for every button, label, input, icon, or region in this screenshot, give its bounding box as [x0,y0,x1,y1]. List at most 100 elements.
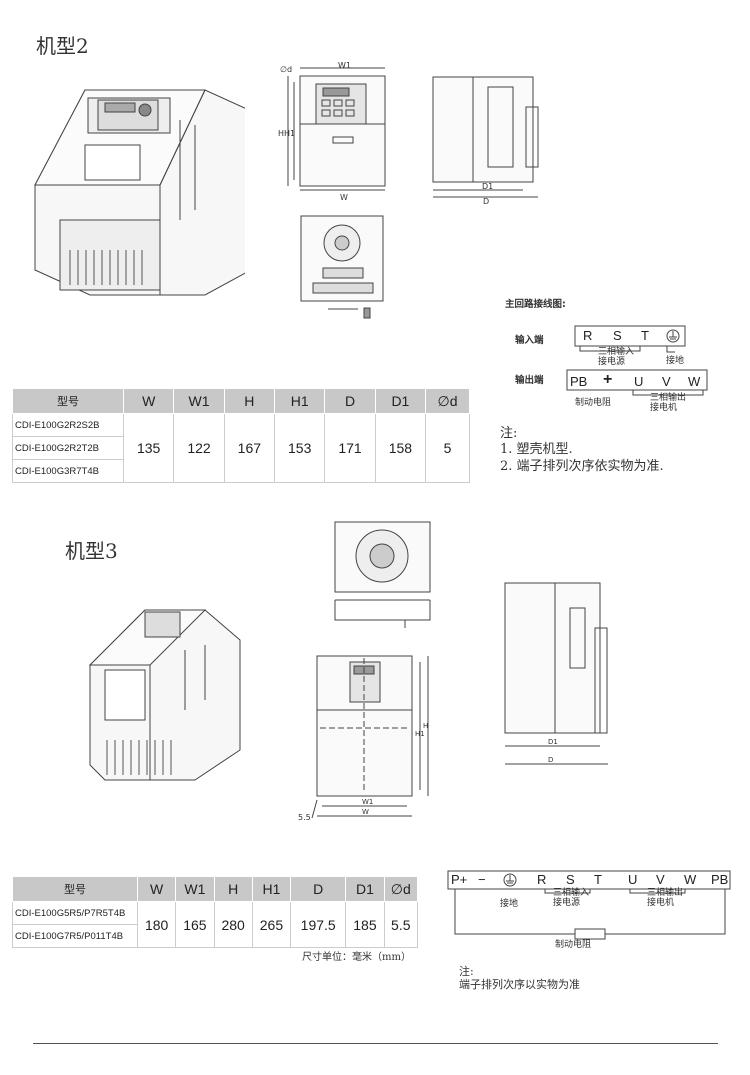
model3-terminal-u: U [628,872,638,887]
value-h: 280 [213,901,253,948]
model3-dim-h: H [423,722,428,730]
model-cell: CDI-E100G3R7T4B [12,459,124,483]
header-h: H [223,388,276,414]
header-model: 型号 [12,876,138,902]
model2-bottom-view [300,215,384,319]
value-d1: 185 [345,901,385,948]
model3-side-view: D1 D [504,582,608,765]
model2-dim-w1: W1 [338,62,351,70]
model3-dim-w1: W1 [362,798,373,806]
header-w: W [136,876,177,902]
unit-note: 尺寸单位：毫米（mm） [302,952,411,963]
value-d: 171 [324,413,376,483]
table-header-row: 型号 W W1 H H1 D D1 ∅d [12,876,419,902]
header-d: D [324,388,376,414]
model2-terminal-s: S [613,328,622,343]
header-phi-d: ∅d [383,876,419,902]
model2-front-view: ∅d W1 H H1 W [278,62,386,202]
model3-terminal-p-plus: P+ [451,872,468,887]
model2-terminal-w: W [688,374,701,389]
model3-terminal-r: R [537,872,547,887]
model3-note-1: 端子排列次序以实物为准 [459,978,580,991]
model2-input-terminals [574,325,686,353]
table-row: CDI-E100G7R5/P011T4B [12,924,418,948]
model2-input-label: 输入端 [515,335,544,346]
model3-brake-note: 制动电阻 [555,940,592,950]
value-h1: 153 [274,413,326,483]
model2-notes-heading: 注: [500,426,518,441]
header-d: D [290,876,347,902]
model3-dim-5-5: 5.5 [298,813,311,822]
value-h1: 265 [251,901,292,948]
header-h1: H1 [251,876,292,902]
table-row: CDI-E100G2R2S2B 135 122 167 153 171 158 … [12,413,470,483]
table-row: CDI-E100G3R7T4B [12,459,470,483]
model3-dim-w: W [362,808,369,816]
model3-input-note: 三相输入 接电源 [553,888,590,908]
model-cell: CDI-E100G2R2S2B [12,413,124,437]
header-d1: D1 [374,388,427,414]
model3-title: 机型3 [65,539,118,563]
model2-ground-note: 接地 [666,356,685,366]
table-row: CDI-E100G5R5/P7R5T4B 180 165 280 265 197… [12,901,419,948]
model2-side-view: D1 D [432,76,539,204]
model2-dim-d: D [483,197,489,204]
model3-top-view [334,521,431,628]
model2-input-note: 三相输入 接电源 [598,347,635,367]
model2-dim-h1: H1 [284,129,295,138]
model2-wiring-title: 主回路接线图: [505,299,566,310]
model2-terminal-v: V [662,374,671,389]
model3-spec-table: 型号 W W1 H H1 D D1 ∅d CDI-E100G5R5/P7R5T4… [12,876,419,948]
model3-terminal-pb: PB [711,872,729,887]
model2-note-2: 2. 端子排列次序依实物为准. [500,459,664,474]
header-phi-d: ∅d [425,388,470,414]
model2-terminal-r: R [583,328,593,343]
value-d1: 158 [374,413,427,483]
model3-notes-heading: 注: [459,965,474,978]
model2-output-label: 输出端 [515,375,544,386]
header-w1: W1 [175,876,215,902]
model3-wiring-diagram [447,870,731,940]
model3-terminal-w: W [684,872,697,887]
model-cell: CDI-E100G5R5/P7R5T4B [12,901,138,925]
model3-terminal-minus: − [478,872,486,887]
model2-terminal-t: T [641,328,649,343]
model3-motor-note: 三相输出 接电机 [647,888,684,908]
header-w: W [122,388,175,414]
header-w1: W1 [173,388,225,414]
model3-front-view: 5.5 W1 W H H1 [298,655,429,822]
model3-terminal-s: S [566,872,575,887]
value-w: 180 [136,901,177,948]
model3-dim-h1: H1 [415,730,425,738]
model2-motor-note: 三相输出 接电机 [650,393,687,413]
header-d1: D1 [345,876,385,902]
model-cell: CDI-E100G7R5/P011T4B [12,924,138,948]
model2-dim-w: W [340,193,348,202]
model2-terminal-plus: + [603,371,613,388]
model2-terminal-pb: PB [570,374,588,389]
model2-isometric-drawing [34,89,245,296]
header-model: 型号 [12,388,124,414]
model2-dim-h: H [278,129,284,138]
value-w1: 122 [173,413,225,483]
model2-dim-phi-d: ∅d [280,65,292,74]
model2-spec-table: 型号 W W1 H H1 D D1 ∅d CDI-E100G2R2S2B 135… [12,388,470,483]
value-w1: 165 [175,901,215,948]
value-h: 167 [223,413,276,483]
header-h1: H1 [274,388,326,414]
value-phi-d: 5 [425,413,470,483]
model3-isometric-drawing [88,609,241,781]
model3-terminal-v: V [656,872,665,887]
model-cell: CDI-E100G2R2T2B [12,436,124,460]
model2-brake-note: 制动电阻 [575,398,612,408]
model3-dim-d: D [548,756,553,764]
header-h: H [213,876,253,902]
model2-output-terminals [566,369,708,396]
model2-title: 机型2 [36,34,89,58]
value-phi-d: 5.5 [383,901,419,948]
bottom-divider [33,1043,718,1044]
model2-terminal-u: U [634,374,644,389]
model3-terminal-t: T [594,872,602,887]
table-header-row: 型号 W W1 H H1 D D1 ∅d [12,388,470,414]
value-w: 135 [122,413,175,483]
